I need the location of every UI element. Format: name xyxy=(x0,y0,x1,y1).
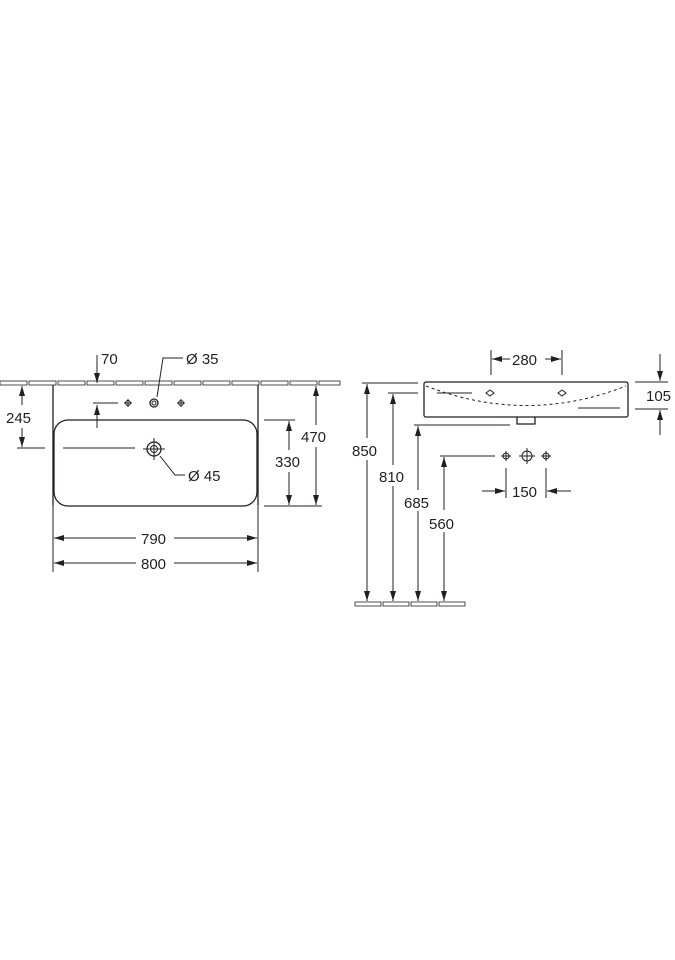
dim-tap-spacing: 280 xyxy=(512,352,537,369)
dim-bottom-height: 685 xyxy=(404,495,429,512)
front-view: 280 105 850 810 685 560 xyxy=(352,350,671,607)
drain-icon xyxy=(143,438,165,460)
dim-height: 105 xyxy=(646,388,671,405)
basin-front-outline xyxy=(423,381,629,418)
tap-hole-leader xyxy=(156,357,183,398)
dim-tap-offset: 70 xyxy=(101,351,118,368)
dim-supply-height: 560 xyxy=(429,516,454,533)
dim-drain-depth: 245 xyxy=(6,410,31,427)
drain-outlet xyxy=(516,417,536,425)
dim-drain: Ø 45 xyxy=(188,468,221,485)
supply-fittings xyxy=(501,448,551,464)
dim-total-width: 800 xyxy=(141,556,166,573)
wall-strip xyxy=(0,380,341,386)
dim-supply-spacing: 150 xyxy=(512,484,537,501)
dim-top-height: 850 xyxy=(352,443,377,460)
bowl-hidden-line xyxy=(425,385,627,406)
dim-total-depth: 470 xyxy=(301,429,326,446)
dim-tap-hole: Ø 35 xyxy=(186,351,219,368)
tap-hole-marker xyxy=(485,389,495,397)
dim-bowl-depth: 330 xyxy=(275,454,300,471)
tap-hole-marker xyxy=(557,389,567,397)
dim-bowl-width: 790 xyxy=(141,531,166,548)
tap-hole-markers xyxy=(124,398,185,408)
dim-rim-height: 810 xyxy=(379,469,404,486)
drain-leader xyxy=(159,455,185,476)
bowl-outline xyxy=(53,419,258,507)
top-view: 70 Ø 35 245 Ø 45 330 470 790 800 xyxy=(0,351,341,573)
floor-strip xyxy=(354,601,466,607)
